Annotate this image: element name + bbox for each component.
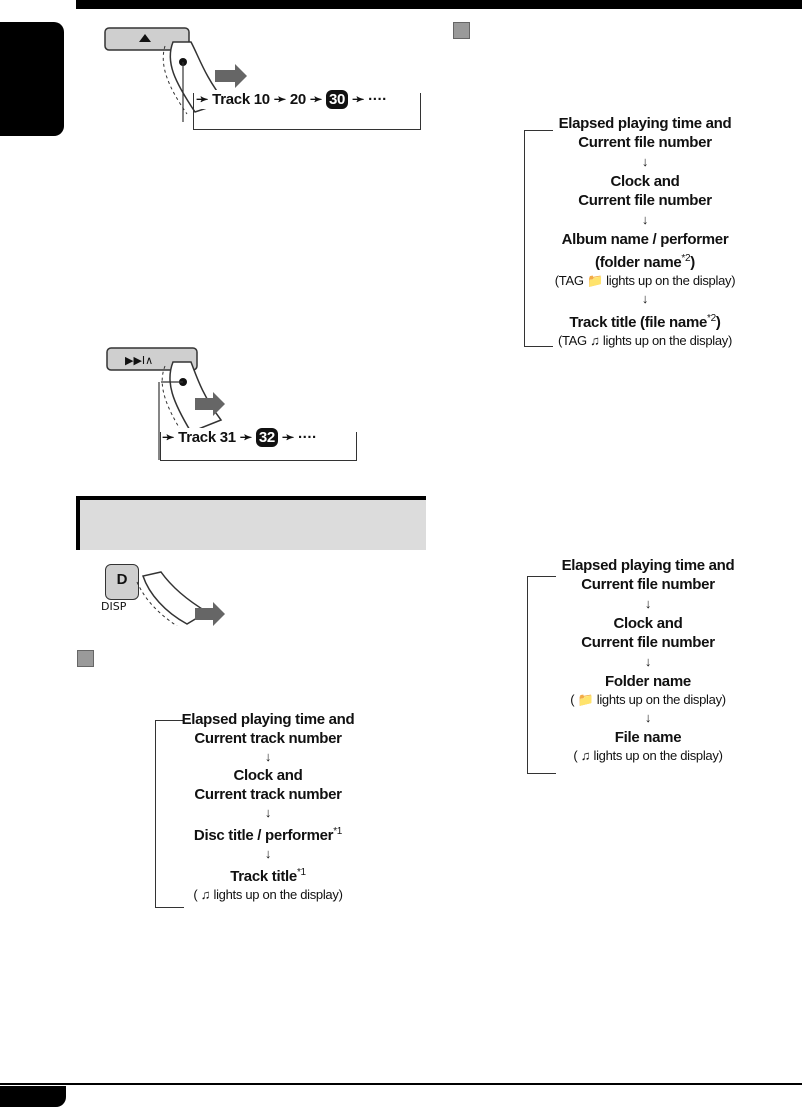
disp-button-illustration: D DISP xyxy=(95,560,235,626)
mp3-step2: Clock and Current file number xyxy=(581,615,715,651)
cd-flow-bracket xyxy=(155,720,184,908)
tag-flow: Elapsed playing time and Current file nu… xyxy=(545,114,745,349)
section-heading-bar xyxy=(76,496,426,550)
tag-arrow2: ↓ xyxy=(641,212,649,227)
cd-step1: Elapsed playing time and Current track n… xyxy=(181,711,355,747)
bottom-rule xyxy=(0,1083,802,1085)
disp-button: D xyxy=(105,564,139,600)
track-sequence-lower xyxy=(160,432,357,461)
track-seq-item2: 20 xyxy=(289,91,306,108)
track-seq2-badge: 32 xyxy=(255,428,278,447)
disp-text: DISP xyxy=(101,600,127,613)
mp3-flow-bracket xyxy=(527,576,556,774)
section-marker-right xyxy=(453,22,470,39)
track-sequence-top-text: ➛ Track 10 ➛ 20 ➛ 30 ➛ ···· xyxy=(196,90,391,109)
cd-step4: Track title*1 ( ♫ lights up on the displ… xyxy=(193,867,343,902)
tag-arrow3: ↓ xyxy=(641,291,649,306)
cd-step2: Clock and Current track number xyxy=(194,767,342,803)
mp3-step1: Elapsed playing time and Current file nu… xyxy=(561,557,735,593)
cd-step3: Disc title / performer*1 xyxy=(193,826,343,844)
tag-flow-bracket xyxy=(524,130,553,347)
cd-arrow2: ↓ xyxy=(264,805,272,820)
cd-arrow1: ↓ xyxy=(264,749,272,764)
cd-flow: Elapsed playing time and Current track n… xyxy=(178,710,358,903)
page-number-tab xyxy=(0,1086,66,1107)
track-seq-dots: ···· xyxy=(368,91,387,108)
track-seq-prefix: Track 10 xyxy=(212,91,270,108)
track-seq2-dots: ···· xyxy=(297,429,317,446)
svg-text:▶▶I∧: ▶▶I∧ xyxy=(125,354,153,367)
skip-button-illustration: ▶▶I∧ xyxy=(106,347,225,460)
mp3-step3: Folder name ( 📁 lights up on the display… xyxy=(570,673,726,707)
disp-button-label: D xyxy=(116,571,128,588)
mp3-arrow1: ↓ xyxy=(644,596,652,611)
track-sequence-top xyxy=(193,93,421,130)
tag-step1: Elapsed playing time and Current file nu… xyxy=(558,115,732,151)
track-seq2-prefix: Track 31 xyxy=(178,429,236,446)
tag-arrow1: ↓ xyxy=(641,154,649,169)
tag-step3: Album name / performer (folder name*2) (… xyxy=(554,231,736,288)
track-seq-badge: 30 xyxy=(325,90,349,109)
language-tab xyxy=(0,22,64,136)
tag-step4: Track title (file name*2) (TAG ♫ lights … xyxy=(557,313,733,348)
mp3-step4: File name ( ♫ lights up on the display) xyxy=(573,729,723,763)
top-rule xyxy=(76,0,802,9)
hand-icon xyxy=(136,571,225,626)
cd-arrow3: ↓ xyxy=(264,846,272,861)
section-marker-left xyxy=(77,650,94,667)
mp3-arrow3: ↓ xyxy=(644,710,652,725)
mp3-flow: Elapsed playing time and Current file nu… xyxy=(548,556,748,764)
tag-step2: Clock and Current file number xyxy=(578,173,712,209)
mp3-arrow2: ↓ xyxy=(644,654,652,669)
track-sequence-lower-text: ➛ Track 31 ➛ 32 ➛ ···· xyxy=(162,428,321,447)
